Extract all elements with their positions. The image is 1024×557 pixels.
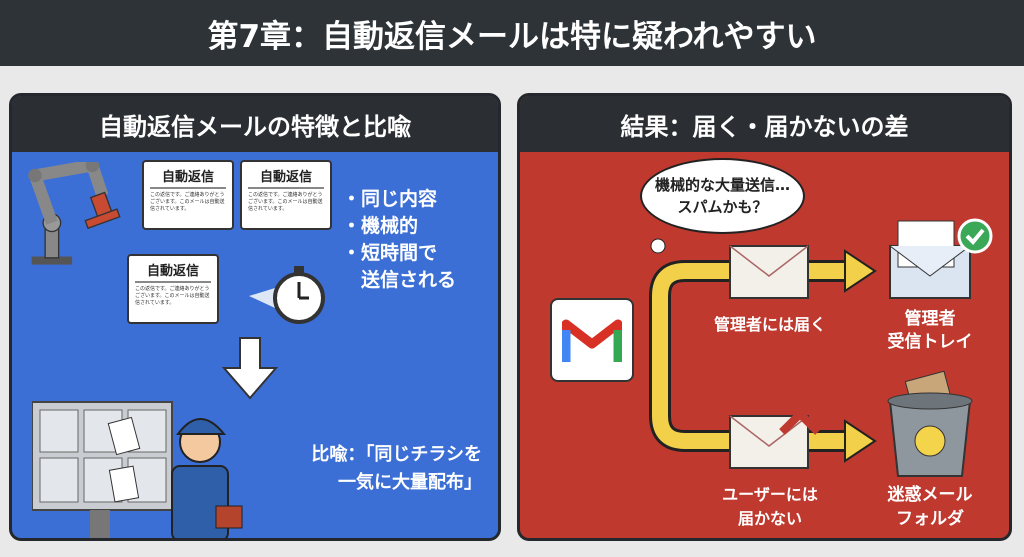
label-line: フォルダ — [896, 509, 964, 529]
feature-list: ・同じ内容 ・機械的 ・短時間で 送信される — [342, 186, 456, 294]
label-line: 受信トレイ — [887, 332, 973, 352]
metaphor-line: 一気に大量配布」 — [338, 472, 482, 493]
gmail-logo — [550, 298, 634, 382]
label-line: 届かない — [737, 509, 802, 528]
admin-delivered-label: 管理者には届く — [713, 315, 826, 334]
slide-title: 第7章：自動返信メールは特に疑われやすい — [0, 0, 1024, 66]
card-body: この返信です。ご連絡ありがとうございます。このメールは自動送信されています。 — [248, 192, 323, 212]
auto-reply-card: 自動返信 この返信です。ご連絡ありがとうございます。このメールは自動送信されてい… — [240, 160, 332, 230]
right-panel: 結果：届く・届かないの差 機械的な大量送信… スパムかも？ 管理者には届く 管理者… — [517, 93, 1012, 541]
bubble-line: 機械的な大量送信… — [654, 176, 790, 194]
left-panel: 自動返信メールの特徴と比喩 自動返信 この返信です。ご連絡ありがとうございます。… — [9, 93, 501, 541]
admin-inbox-label: 管理者受信トレイ — [875, 308, 985, 354]
trash-can-icon — [887, 370, 973, 477]
mailman-mailboxes-illustration — [32, 401, 243, 538]
robot-arm-stamp-icon — [28, 162, 121, 265]
down-arrow-icon — [221, 337, 279, 400]
stopwatch-icon — [249, 266, 325, 324]
inbox-envelope-icon — [889, 220, 971, 299]
spam-folder-label: 迷惑メールフォルダ — [870, 483, 990, 531]
metaphor-line: 比喩：「同じチラシを — [311, 444, 482, 465]
feature-item: ・短時間で — [342, 242, 438, 264]
gmail-icon — [562, 319, 622, 362]
envelope-icon — [729, 415, 809, 469]
card-body: この返信です。ご連絡ありがとうございます。このメールは自動送信されています。 — [150, 192, 225, 212]
cross-icon — [779, 393, 821, 435]
feature-item: 送信される — [342, 269, 457, 291]
label-line: ユーザーには — [722, 485, 818, 504]
card-heading: 自動返信 — [248, 166, 324, 189]
auto-reply-card: 自動返信 この返信です。ご連絡ありがとうございます。このメールは自動送信されてい… — [127, 254, 219, 324]
feature-item: ・同じ内容 — [342, 188, 438, 210]
feature-item: ・機械的 — [342, 215, 419, 237]
bubble-line: スパムかも？ — [677, 198, 768, 216]
right-panel-header: 結果：届く・届かないの差 — [520, 96, 1009, 152]
label-line: 迷惑メール — [887, 485, 973, 505]
card-body: この返信です。ご連絡ありがとうございます。このメールは自動送信されています。 — [135, 286, 210, 306]
label-line: 管理者 — [904, 309, 956, 329]
flow-arrows — [649, 218, 993, 477]
card-heading: 自動返信 — [135, 260, 211, 283]
envelope-icon — [729, 245, 809, 299]
auto-reply-card: 自動返信 この返信です。ご連絡ありがとうございます。このメールは自動送信されてい… — [142, 160, 234, 230]
metaphor-text: 比喩：「同じチラシを 一気に大量配布」 — [252, 441, 482, 497]
spam-thought-bubble: 機械的な大量送信… スパムかも？ — [640, 158, 805, 234]
check-icon — [957, 218, 993, 254]
card-heading: 自動返信 — [150, 166, 226, 189]
user-not-delivered-label: ユーザーには届かない — [695, 483, 845, 531]
left-panel-header: 自動返信メールの特徴と比喩 — [12, 96, 498, 152]
